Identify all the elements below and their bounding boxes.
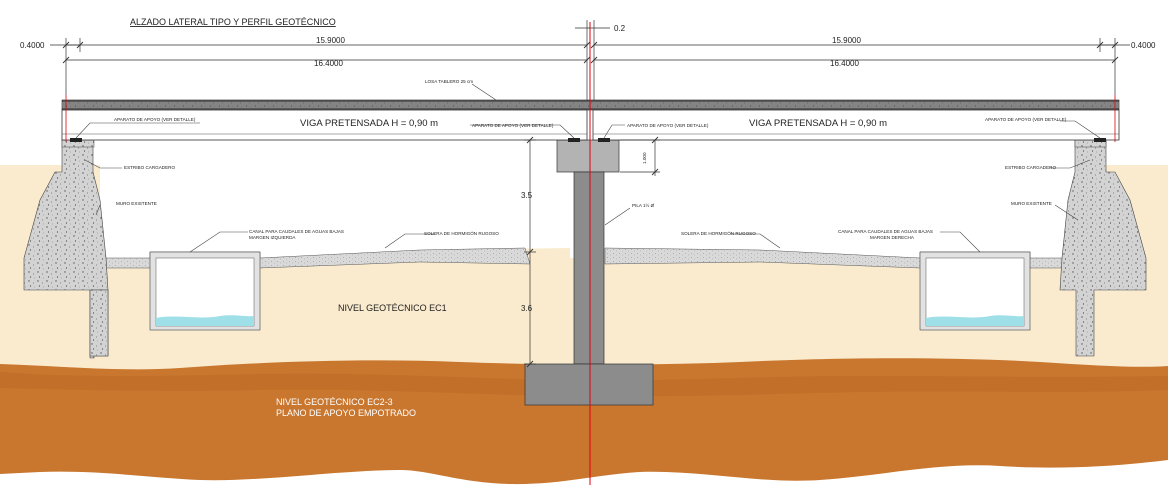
beam-right	[592, 109, 1120, 141]
label-support-plane: PLANO DE APOYO EMPOTRADO	[276, 408, 416, 418]
bearing-4	[1094, 138, 1106, 142]
label-bearing-4: APARATO DE APOYO (VER DETALLE)	[985, 117, 1067, 122]
label-geo-ec23: NIVEL GEOTÉCNICO EC2-3	[276, 397, 393, 407]
drawing-title: ALZADO LATERAL TIPO Y PERFIL GEOTÉCNICO	[130, 17, 336, 27]
dim-span-right-total: 16.4000	[830, 59, 859, 68]
dim-right-offset: 0.4000	[1131, 41, 1156, 50]
pier-column	[573, 171, 605, 365]
label-wall-left: MURO EXISTENTE	[116, 201, 157, 206]
label-wall-right: MURO EXISTENTE	[1011, 201, 1052, 206]
dimension-lines	[50, 20, 1130, 368]
dim-pier-upper: 3.5	[521, 191, 533, 200]
label-beam-right: VIGA PRETENSADA H = 0,90 m	[749, 118, 887, 129]
abutment-right	[1059, 139, 1147, 357]
label-channel-left-2: MARGEN IZQUIERDA	[249, 235, 296, 240]
dim-left-offset: 0.4000	[20, 41, 45, 50]
label-slab-left: SOLERA DE HORMIGÓN RUGOSO	[424, 230, 499, 236]
soil-ec23-layer	[0, 358, 1168, 485]
label-abutment-left: ESTRIBO CARGADERO	[124, 165, 175, 170]
label-geo-ec1: NIVEL GEOTÉCNICO EC1	[338, 303, 447, 313]
label-pier: PILA 1½ Ø	[632, 202, 655, 208]
label-channel-right-2: MARGEN DERECHA	[870, 235, 915, 240]
dim-span-right: 15.9000	[832, 36, 861, 45]
bearing-3	[598, 138, 610, 142]
label-abutment-right: ESTRIBO CARGADERO	[1005, 165, 1056, 170]
pier-cap	[556, 139, 620, 173]
channel-left	[149, 251, 261, 331]
bearing-1	[70, 138, 82, 142]
label-channel-left-1: CANAL PARA CAUDALES DE AGUAS BAJAS	[249, 229, 344, 234]
label-bearing-3: APARATO DE APOYO (VER DETALLE)	[627, 123, 709, 128]
label-beam-left: VIGA PRETENSADA H = 0,90 m	[300, 118, 438, 129]
label-bearing-1: APARATO DE APOYO (VER DETALLE)	[114, 117, 196, 122]
dim-cap-height: 1.000	[642, 152, 647, 164]
label-slab-right: SOLERA DE HORMIGÓN RUGOSO	[681, 230, 756, 236]
pier-footing	[524, 363, 654, 406]
bearing-2	[568, 138, 580, 142]
dim-span-left-total: 16.4000	[314, 59, 343, 68]
wall-left-stem	[89, 289, 109, 357]
channel-right	[919, 251, 1031, 331]
label-channel-right-1: CANAL PARA CAUDALES DE AGUAS BAJAS	[838, 229, 933, 234]
dim-pier-lower: 3.6	[521, 304, 533, 313]
label-bearing-2: APARATO DE APOYO (VER DETALLE)	[472, 123, 554, 128]
leader-lines	[75, 83, 1101, 253]
dim-joint: 0.2	[614, 24, 626, 33]
dim-span-left: 15.9000	[316, 36, 345, 45]
label-deck-slab: LOSA TABLERO 25 cm	[425, 79, 473, 84]
